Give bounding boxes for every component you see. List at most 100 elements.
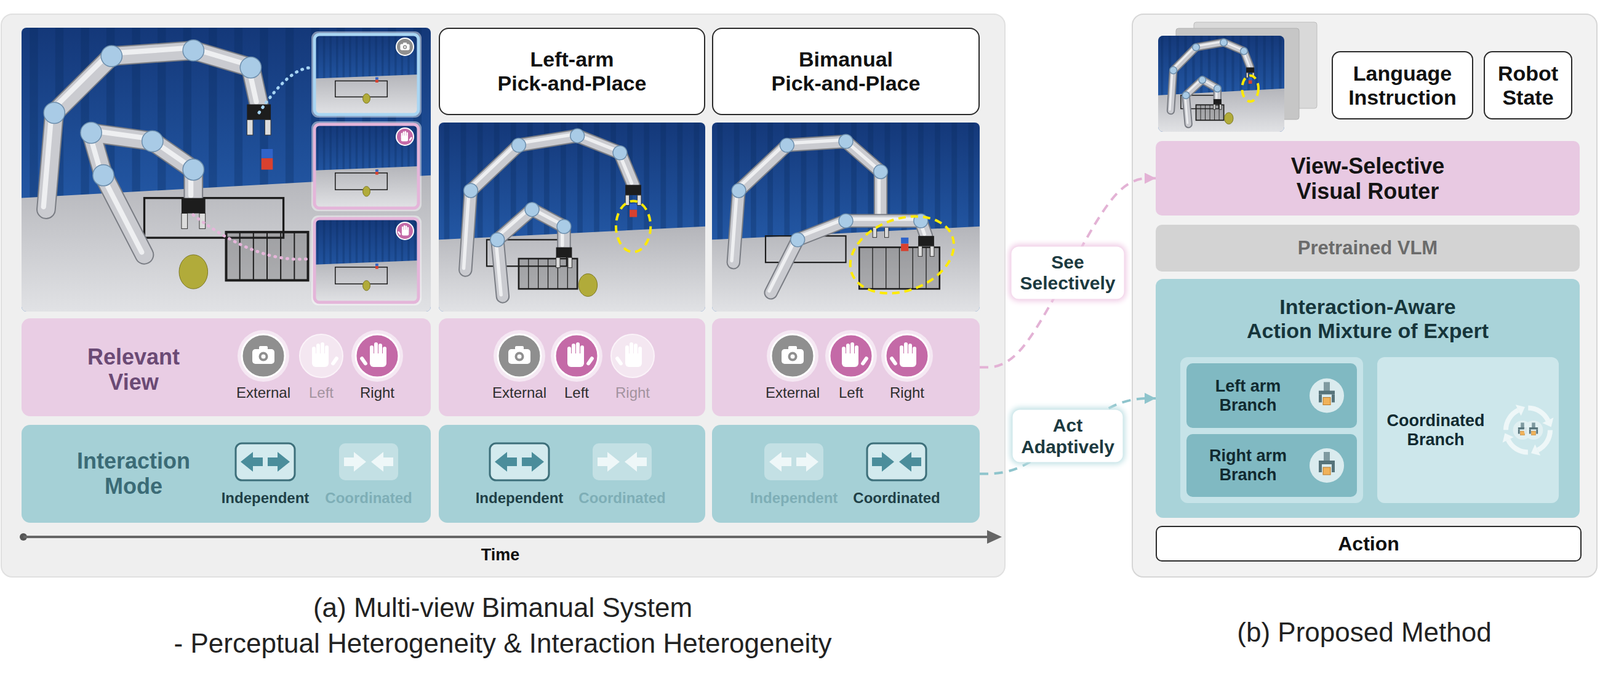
- camera-lens-core: [517, 354, 522, 359]
- arm-bar: [1323, 382, 1330, 392]
- block: [1323, 467, 1331, 475]
- blue-block: [375, 169, 379, 172]
- blue-block: [1248, 77, 1253, 81]
- ring-arrow: [1528, 444, 1541, 459]
- arm-joint: [873, 164, 888, 179]
- red-block: [629, 209, 637, 217]
- mode-frame: [867, 443, 927, 480]
- arm-outline: [91, 132, 194, 255]
- palm: [899, 353, 917, 367]
- basket-wire: [1204, 104, 1206, 120]
- blue-block: [629, 203, 637, 210]
- basket: [1196, 104, 1224, 120]
- arm-outline: [1185, 80, 1218, 125]
- mode-band: Independent Coordinated: [438, 424, 706, 523]
- input-label: Robot State: [1496, 60, 1560, 109]
- icon-glow: [825, 329, 877, 382]
- input-box: Language Instruction: [1331, 51, 1474, 120]
- mode-label: Independent: [475, 489, 564, 507]
- arm-icon: [1309, 378, 1344, 413]
- icon-layer: [21, 424, 431, 523]
- basket-wire: [528, 258, 529, 289]
- arm-shine: [43, 48, 257, 207]
- gripper-palm: [1529, 427, 1538, 429]
- basket-wire: [239, 232, 241, 280]
- pear: [363, 186, 371, 197]
- connector-label: See Selectively: [1011, 246, 1125, 299]
- camera-icon: [493, 329, 546, 382]
- time-axis: [19, 529, 1002, 544]
- mode-arrow: [796, 451, 819, 472]
- camera-lens: [788, 352, 798, 362]
- hand-icon: [351, 329, 404, 382]
- mode-icon: [867, 443, 927, 480]
- arm-joint: [1214, 84, 1222, 93]
- photo-backdrop: [314, 34, 419, 115]
- mode-icon: [764, 443, 824, 480]
- icon-layer: [1377, 356, 1559, 503]
- photo: [314, 124, 419, 208]
- input-label: Language Instruction: [1347, 60, 1458, 109]
- icon-glow: [351, 329, 404, 382]
- icon-layer: [438, 318, 706, 416]
- view-glow: [311, 121, 422, 212]
- thumb: [359, 355, 368, 367]
- gripper-finger: [872, 227, 877, 238]
- icon-ring: [1505, 408, 1551, 453]
- view-label: External: [765, 384, 820, 402]
- basket-wire: [885, 247, 887, 290]
- focus-ring: [616, 200, 651, 252]
- tape-mark: [335, 80, 388, 97]
- thumb: [408, 136, 413, 141]
- camera-view: [311, 121, 422, 212]
- camera-body: [252, 348, 275, 364]
- mode-arrow: [371, 451, 394, 472]
- view-band: ExternalLeftRight: [438, 318, 706, 416]
- mode-arrow: [267, 451, 290, 472]
- hand-icon: [299, 334, 343, 378]
- task-title: Bimanual Pick-and-Place: [770, 47, 922, 96]
- arm-joint: [556, 219, 572, 234]
- hand-icon: [881, 329, 933, 382]
- arm-joint: [182, 158, 204, 180]
- tape-mark: [335, 267, 388, 284]
- blue-block: [375, 263, 379, 266]
- pear: [179, 254, 208, 289]
- basket-wire: [899, 247, 900, 290]
- arm-joint: [1198, 76, 1207, 84]
- view-frame: [314, 34, 419, 115]
- mode-label: Coordinated: [852, 489, 940, 507]
- gripper-finger: [884, 227, 888, 238]
- arm-joint: [142, 130, 164, 152]
- mode-frame: [339, 443, 399, 480]
- gripper-finger: [1536, 428, 1538, 434]
- thumb: [860, 355, 869, 367]
- gripper-palm: [1318, 460, 1335, 464]
- view-label: Right: [360, 384, 395, 402]
- photo: [1158, 35, 1285, 132]
- gripper: [1246, 67, 1255, 72]
- gripper: [181, 198, 206, 214]
- table-top: [314, 260, 419, 303]
- hand-glyph: [397, 225, 410, 236]
- camera-lens-core: [790, 354, 796, 359]
- view-label: Right: [615, 384, 650, 402]
- gripper-finger: [556, 257, 560, 268]
- basket-wire: [912, 247, 914, 290]
- ring-arrow: [1515, 401, 1528, 416]
- basket-wire: [1209, 104, 1211, 120]
- mode-arrow: [344, 451, 367, 472]
- gripper-finger: [1318, 394, 1322, 403]
- mode-frame: [489, 443, 549, 480]
- photo-backdrop: [314, 124, 419, 208]
- coordination-icon: [1499, 401, 1557, 459]
- mode-label: Coordinated: [578, 489, 666, 507]
- camera-icon: [766, 329, 819, 382]
- view-frame: [314, 124, 419, 208]
- basket-wire: [537, 258, 539, 289]
- thumb: [397, 230, 402, 236]
- red-block: [375, 171, 379, 175]
- arm-joint: [838, 134, 853, 149]
- arm-joint: [779, 137, 794, 152]
- icon-glow: [766, 329, 819, 382]
